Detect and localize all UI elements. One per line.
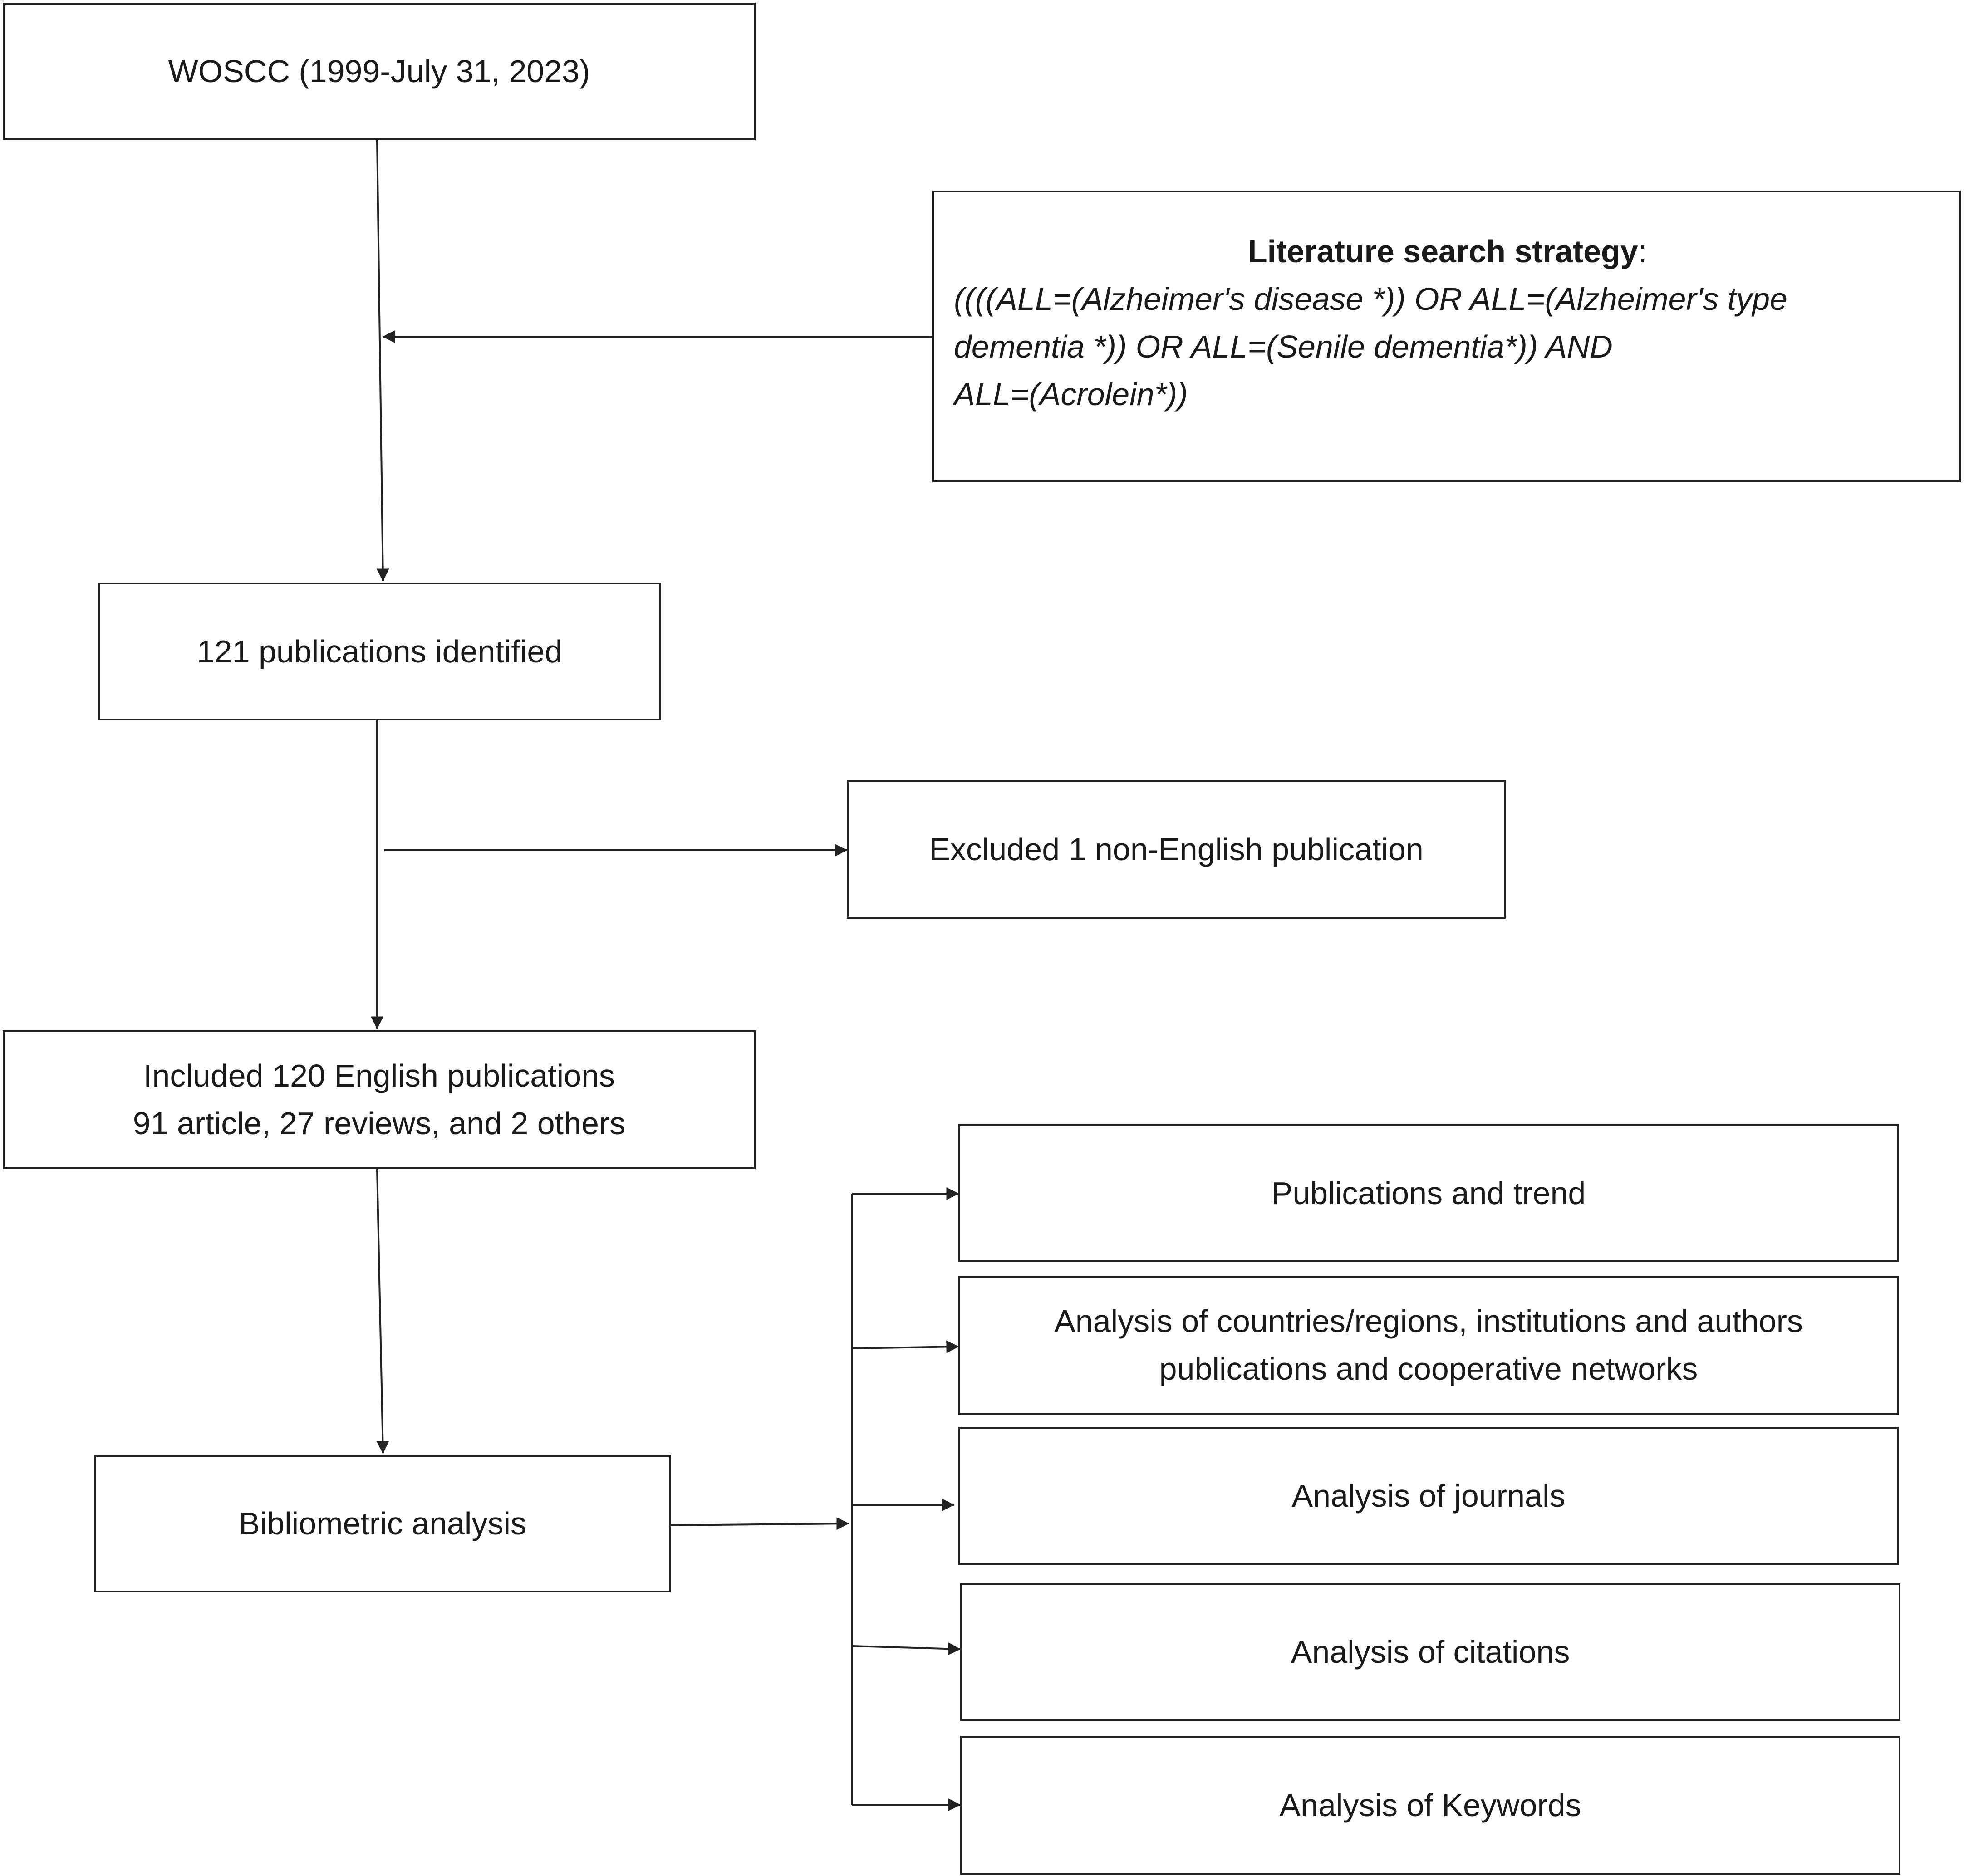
search-strategy-box: Literature search strategy: ((((ALL=(Alz… — [932, 191, 1961, 482]
outcome-citations: Analysis of citations — [960, 1583, 1900, 1721]
outcome-keywords: Analysis of Keywords — [960, 1736, 1900, 1875]
search-query-line-1: ((((ALL=(Alzheimer's disease *)) OR ALL=… — [954, 281, 1787, 317]
included-line-1: Included 120 English publications — [143, 1058, 615, 1093]
source-box: WOSCC (1999-July 31, 2023) — [3, 3, 756, 140]
identified-label: 121 publications identified — [196, 633, 563, 669]
outcome-label: Analysis of journals — [1291, 1478, 1566, 1514]
excluded-box: Excluded 1 non-English publication — [847, 780, 1506, 919]
search-strategy-heading-row: Literature search strategy: — [954, 228, 1941, 275]
search-strategy-heading: Literature search strategy — [1247, 233, 1638, 269]
search-query-line-3: ALL=(Acrolein*)) — [954, 376, 1188, 412]
outcome-journals: Analysis of journals — [958, 1427, 1899, 1565]
arrow-source-to-identified — [376, 140, 389, 582]
outcome-label-line-1: Analysis of countries/regions, instituti… — [1054, 1303, 1803, 1339]
outcome-label: Analysis of citations — [1291, 1634, 1570, 1670]
arrow-branch-to-outcome-4 — [852, 1642, 961, 1656]
arrow-bibliometric-to-branch — [670, 1517, 849, 1530]
outcome-countries-institutions-authors: Analysis of countries/regions, instituti… — [958, 1276, 1899, 1415]
included-line-2: 91 article, 27 reviews, and 2 others — [133, 1106, 626, 1141]
outcome-label: Publications and trend — [1271, 1175, 1586, 1211]
bibliometric-label: Bibliometric analysis — [238, 1506, 527, 1541]
included-box: Included 120 English publications 91 art… — [3, 1030, 756, 1169]
arrow-included-to-bibliometric — [376, 1169, 389, 1454]
excluded-label: Excluded 1 non-English publication — [929, 832, 1424, 867]
outcome-publications-trend: Publications and trend — [958, 1124, 1899, 1262]
search-query-line-2: dementia *)) OR ALL=(Senile dementia*)) … — [954, 328, 1613, 364]
arrow-branch-to-outcome-2 — [852, 1340, 959, 1353]
source-label: WOSCC (1999-July 31, 2023) — [168, 54, 590, 89]
identified-box: 121 publications identified — [98, 583, 661, 720]
outcome-label: Analysis of Keywords — [1279, 1787, 1581, 1823]
search-strategy-colon: : — [1638, 233, 1647, 269]
bibliometric-box: Bibliometric analysis — [94, 1455, 671, 1592]
outcome-label-line-2: publications and cooperative networks — [1159, 1351, 1698, 1386]
